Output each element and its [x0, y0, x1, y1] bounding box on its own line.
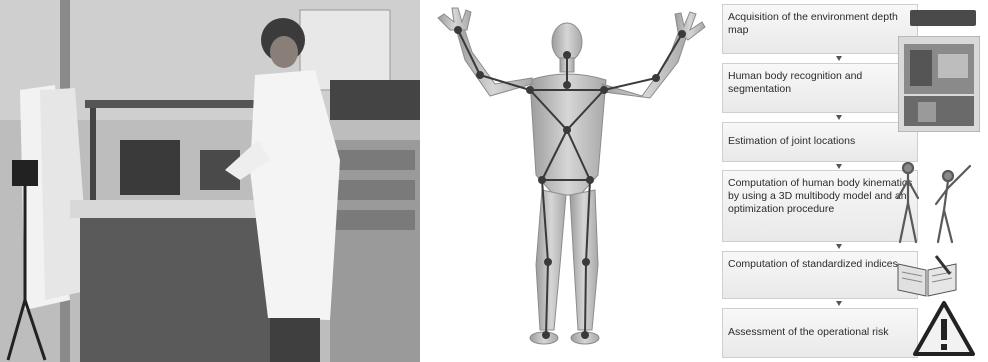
step-label: Acquisition of the environment depth map: [728, 11, 913, 37]
body-model-illustration: [420, 0, 720, 362]
warning-triangle-icon: [912, 300, 976, 358]
arrow-icon: [836, 115, 842, 120]
step-label: Estimation of joint locations: [728, 135, 913, 148]
step-label: Human body recognition and segmentation: [728, 70, 913, 96]
arrow-icon: [836, 164, 842, 169]
lab-workbench-photo: [0, 0, 420, 362]
arrow-icon: [836, 56, 842, 61]
step-operational-risk: Assessment of the operational risk: [722, 308, 918, 358]
step-joint-locations: Estimation of joint locations: [722, 122, 918, 162]
step-standardized-indices: Computation of standardized indices: [722, 251, 918, 299]
room-depth-image: [898, 36, 980, 132]
skeleton-figures-icon: [888, 158, 978, 246]
arrow-icon: [836, 301, 842, 306]
step-depth-map: Acquisition of the environment depth map: [722, 4, 918, 54]
lab-photo-illustration: [0, 0, 420, 362]
depth-camera-icon: [910, 10, 976, 26]
step-label: Computation of standardized indices: [728, 258, 913, 271]
open-book-icon: [896, 254, 958, 298]
step-label: Computation of human body kinematics by …: [728, 177, 913, 216]
arrow-icon: [836, 244, 842, 249]
step-label: Assessment of the operational risk: [728, 326, 913, 339]
human-skeleton-model: [420, 0, 720, 362]
workflow-diagram: Acquisition of the environment depth map…: [720, 0, 988, 362]
step-body-recognition: Human body recognition and segmentation: [722, 63, 918, 113]
